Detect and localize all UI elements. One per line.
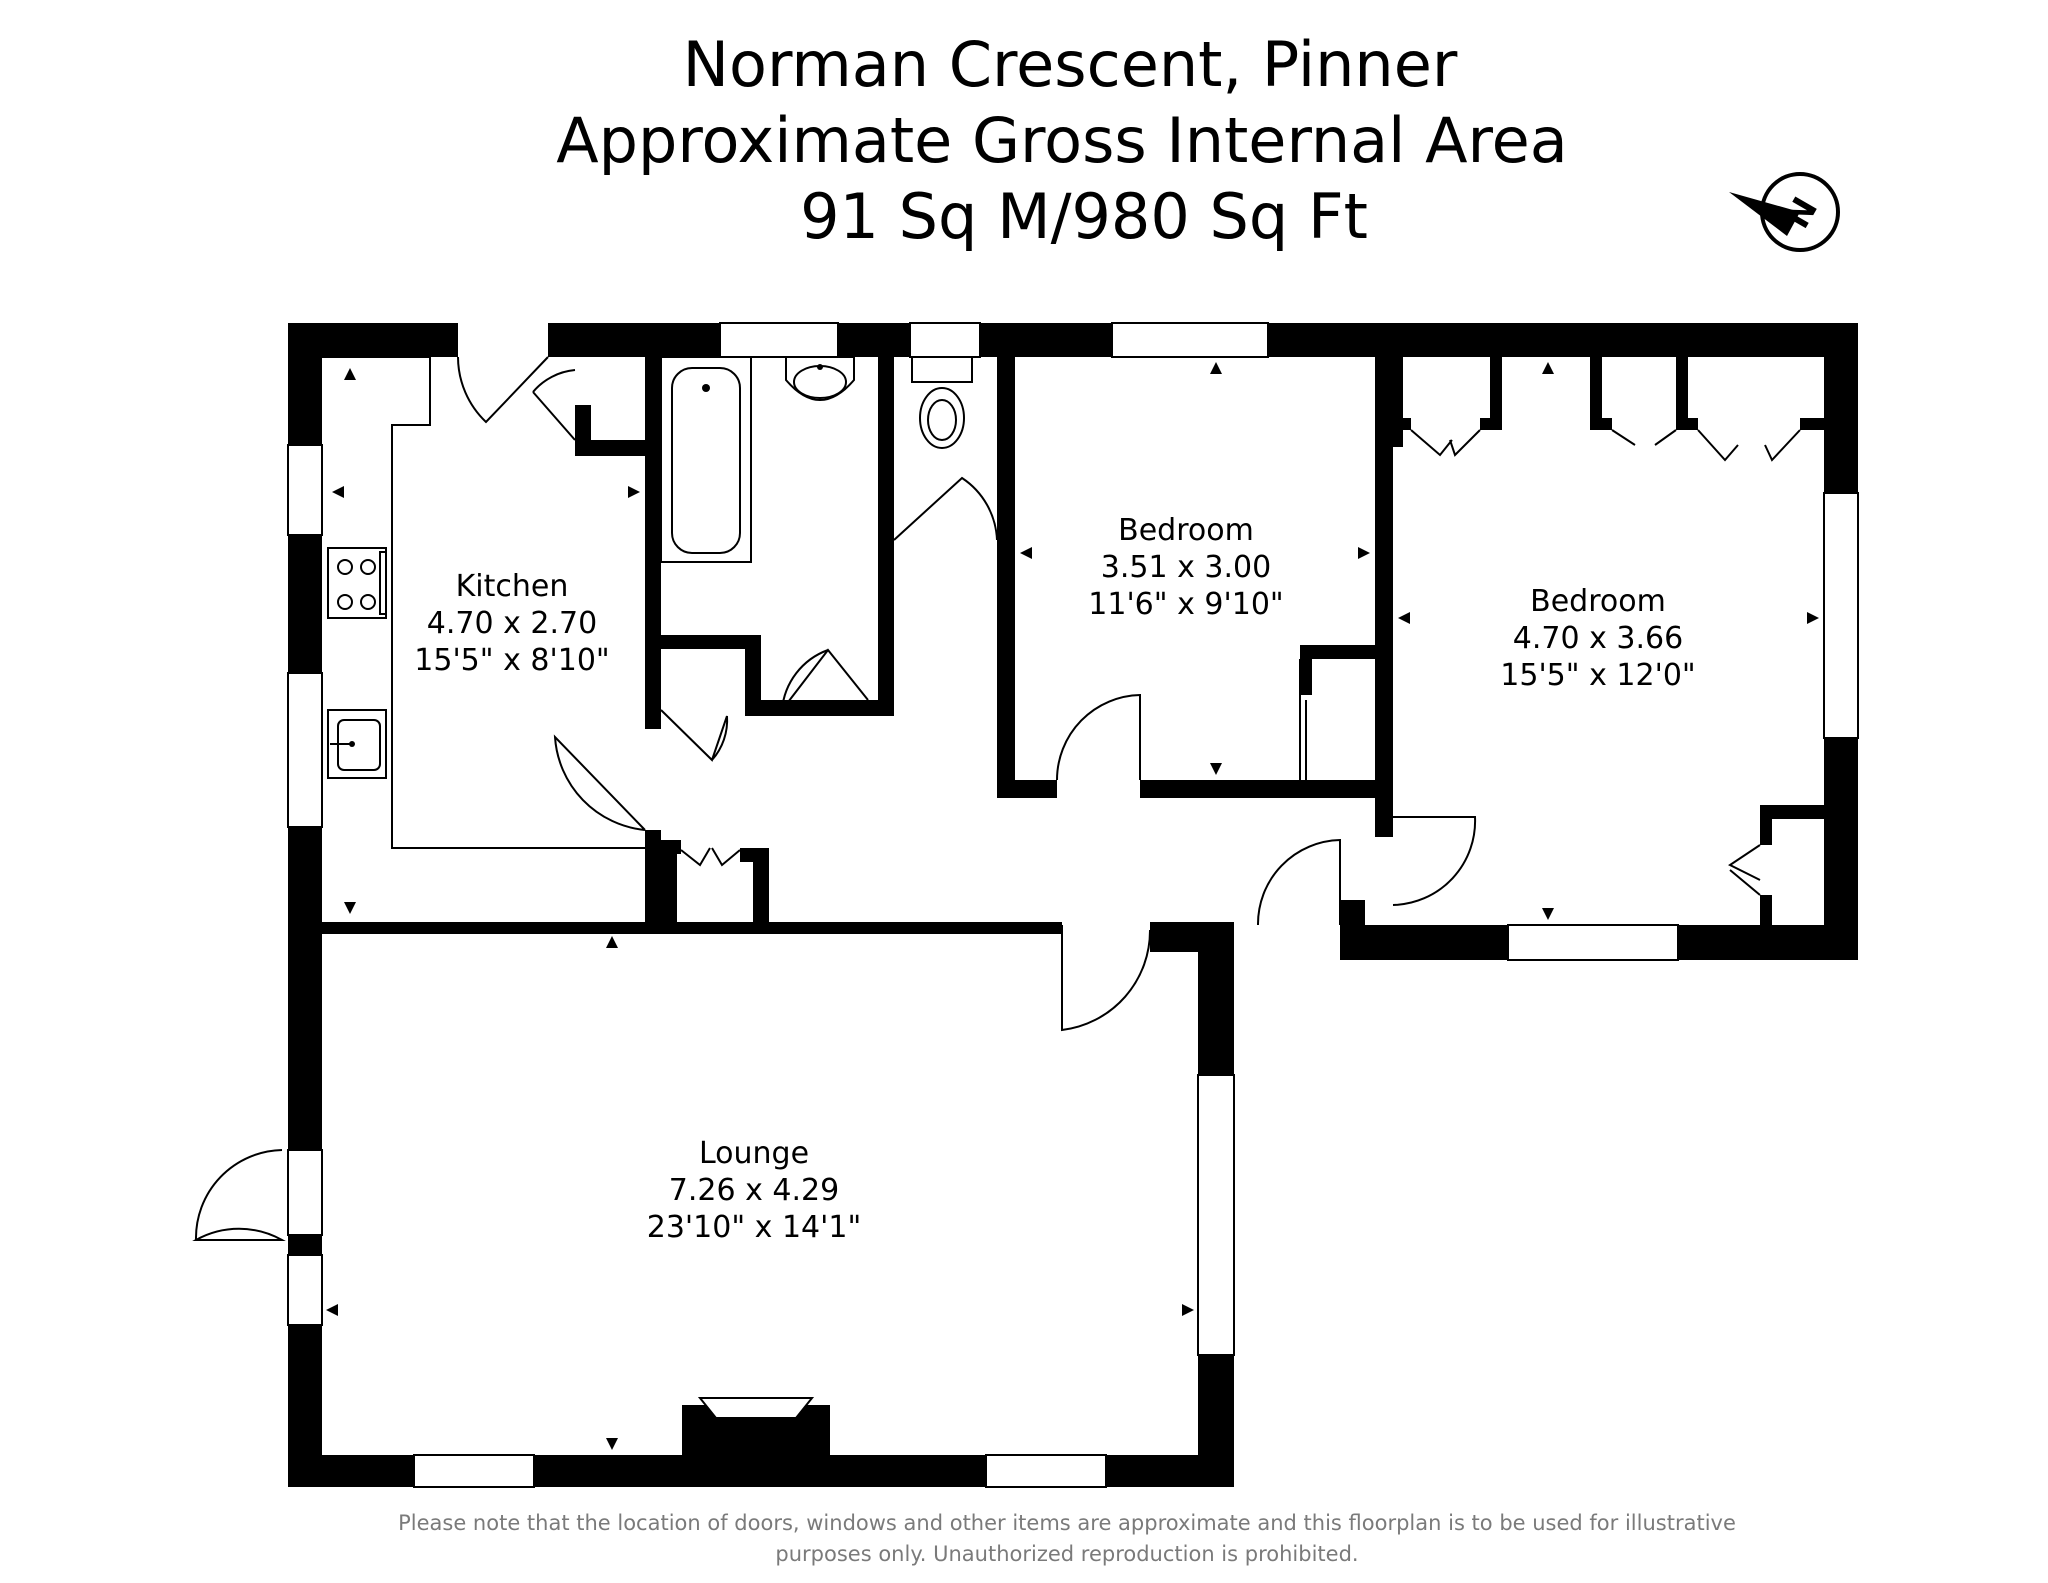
- window-bedroom-2-right: [1823, 492, 1859, 739]
- window-lounge-left-upper: [287, 1149, 323, 1236]
- room-imperial-size: 11'6" x 9'10": [1088, 587, 1283, 622]
- title-area-caption: Approximate Gross Internal Area: [556, 104, 1568, 177]
- window-lounge-bottom-left: [413, 1454, 535, 1488]
- window-lounge-right: [1197, 1074, 1235, 1356]
- bath-icon: [660, 356, 752, 563]
- room-imperial-size: 23'10" x 14'1": [647, 1210, 862, 1245]
- room-metric-size: 4.70 x 3.66: [1513, 621, 1683, 656]
- window-bedroom-2-bottom: [1507, 924, 1679, 961]
- window-kitchen-upper: [287, 444, 323, 536]
- toilet-icon: [911, 356, 973, 449]
- room-metric-size: 7.26 x 4.29: [669, 1173, 839, 1208]
- north-arrow-icon: N: [1729, 172, 1840, 252]
- dimension-markers: [326, 362, 1819, 1450]
- window-kitchen-lower: [287, 672, 323, 828]
- room-metric-size: 3.51 x 3.00: [1101, 550, 1271, 585]
- disclaimer-line-2: purposes only. Unauthorized reproduction…: [775, 1542, 1358, 1566]
- title-area-value: 91 Sq M/980 Sq Ft: [800, 180, 1368, 253]
- sink-icon: [327, 709, 387, 779]
- title-address: Norman Crescent, Pinner: [683, 28, 1458, 101]
- room-imperial-size: 15'5" x 8'10": [414, 643, 609, 678]
- window-wc: [909, 322, 981, 358]
- kitchen-worktop-outline: [322, 356, 645, 849]
- fixtures: [327, 356, 973, 1455]
- room-bedroom-2: Bedroom 4.70 x 3.66 15'5" x 12'0": [1500, 584, 1695, 693]
- window-bedroom-1: [1111, 322, 1269, 358]
- room-imperial-size: 15'5" x 12'0": [1500, 658, 1695, 693]
- fireplace-icon: [682, 1397, 830, 1455]
- interior-walls: [575, 357, 1824, 930]
- room-kitchen: Kitchen 4.70 x 2.70 15'5" x 8'10": [414, 569, 609, 678]
- room-bedroom-1: Bedroom 3.51 x 3.00 11'6" x 9'10": [1088, 513, 1283, 622]
- disclaimer: Please note that the location of doors, …: [398, 1511, 1736, 1566]
- disclaimer-line-1: Please note that the location of doors, …: [398, 1511, 1736, 1535]
- header: Norman Crescent, Pinner Approximate Gros…: [556, 28, 1568, 253]
- room-metric-size: 4.70 x 2.70: [427, 606, 597, 641]
- room-name: Bedroom: [1530, 584, 1666, 619]
- windows: [287, 322, 1859, 1488]
- room-name: Kitchen: [456, 569, 569, 604]
- room-name: Lounge: [699, 1136, 809, 1171]
- basin-icon: [785, 356, 855, 401]
- hob-icon: [327, 547, 387, 619]
- floor-plan: Kitchen 4.70 x 2.70 15'5" x 8'10" Bedroo…: [192, 322, 1859, 1488]
- window-lounge-left-lower: [287, 1254, 323, 1326]
- room-name: Bedroom: [1118, 513, 1254, 548]
- doors: [192, 356, 1801, 1241]
- window-lounge-bottom-right: [985, 1454, 1107, 1488]
- room-lounge: Lounge 7.26 x 4.29 23'10" x 14'1": [647, 1136, 862, 1245]
- window-bathroom: [719, 322, 839, 358]
- exterior-walls: [288, 323, 1858, 1487]
